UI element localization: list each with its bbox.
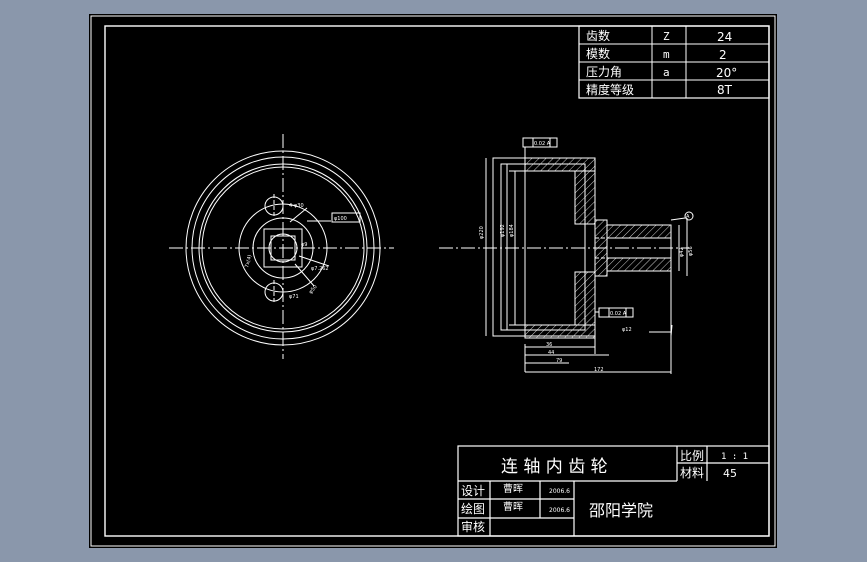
designer-name: 曹晖	[503, 482, 523, 495]
param-value-module: 2	[719, 48, 727, 62]
scale-value: 1 : 1	[721, 452, 748, 462]
dim-phi12: φ12	[622, 327, 632, 333]
drawing-date: 2006.6	[549, 507, 570, 514]
dim-36: 36	[546, 342, 552, 348]
outer-border	[90, 15, 776, 547]
param-symbol-teeth: Z	[663, 30, 670, 43]
review-label: 审核	[461, 519, 485, 534]
part-name: 连 轴 内 齿 轮	[501, 457, 608, 477]
design-label: 设计	[461, 484, 485, 498]
param-value-precision: 8T	[717, 83, 733, 97]
param-symbol-module: m	[663, 48, 670, 61]
drawing-label: 绘图	[461, 501, 485, 516]
label-phi100: φ100	[334, 216, 347, 222]
material-label: 材料	[680, 466, 704, 480]
tolerance-frame-bottom: 0.02 A	[610, 311, 627, 317]
dim-phi220: φ220	[479, 226, 485, 239]
design-date: 2006.6	[549, 488, 570, 495]
label-7x4: 7x(4)	[244, 254, 253, 268]
section-view	[439, 137, 694, 374]
label-phi9: φ9	[301, 242, 307, 248]
param-value-teeth: 24	[717, 30, 732, 44]
datum-label: A	[686, 214, 690, 220]
dim-phi184: φ184	[509, 224, 515, 237]
drawing-sheet: 齿数 Z 24 模数 m 2 压力角 a 20° 精度等级 8T 4-φ30 φ…	[89, 14, 777, 548]
param-label-pressure-angle: 压力角	[586, 65, 622, 79]
scale-label: 比例	[680, 449, 704, 463]
inner-border	[104, 25, 770, 537]
dim-172: 172	[594, 367, 604, 373]
school-name: 邵阳学院	[589, 501, 653, 520]
param-label-teeth: 齿数	[586, 28, 610, 43]
label-phi50: φ50	[308, 284, 319, 295]
param-label-module: 模数	[586, 46, 610, 61]
label-phi7262: φ7.262	[311, 266, 329, 272]
dim-44: 44	[548, 350, 554, 356]
label-phi71: φ71	[289, 294, 299, 300]
label-4-phi30: 4-φ30	[289, 203, 304, 209]
param-label-precision: 精度等级	[586, 82, 634, 97]
drafter-name: 曹晖	[503, 500, 523, 513]
title-block	[457, 445, 770, 537]
param-value-pressure-angle: 20°	[716, 66, 737, 80]
param-symbol-pressure-angle: a	[663, 66, 670, 79]
material-value: 45	[723, 467, 737, 480]
dim-phi192: φ192	[500, 224, 506, 237]
dim-79: 79	[556, 358, 562, 364]
cad-drawing: 齿数 Z 24 模数 m 2 压力角 a 20° 精度等级 8T 4-φ30 φ…	[90, 15, 776, 547]
params-table	[578, 25, 770, 99]
front-view	[169, 134, 394, 359]
dim-phi56: φ56	[688, 246, 694, 256]
dim-phi42: φ42	[679, 247, 685, 257]
tolerance-frame-top: 0.02 A	[534, 141, 551, 147]
